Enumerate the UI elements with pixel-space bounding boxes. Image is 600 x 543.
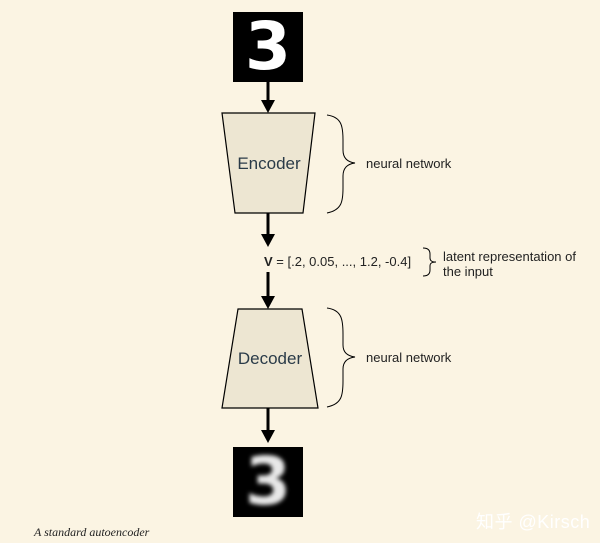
latent-annotation-line1: latent representation of	[443, 249, 576, 264]
output-digit-image: 3	[233, 447, 303, 517]
arrowhead-4	[261, 430, 275, 443]
decoder-label: Decoder	[237, 349, 303, 368]
arrowhead-1	[261, 100, 275, 113]
encoder-annotation: neural network	[366, 156, 452, 171]
decoder-brace	[326, 307, 356, 408]
latent-brace	[422, 247, 437, 277]
decoder-annotation: neural network	[366, 350, 452, 365]
watermark: 知乎 @Kirsch	[476, 512, 591, 532]
latent-annotation-line2: the input	[443, 264, 493, 279]
input-digit-image: 3	[233, 12, 303, 82]
latent-symbol: V	[264, 254, 273, 269]
output-digit: 3	[245, 447, 291, 517]
input-digit: 3	[245, 12, 291, 82]
encoder-brace	[326, 114, 356, 214]
arrowhead-2	[261, 234, 275, 247]
encoder-label: Encoder	[237, 154, 301, 173]
decoder-shape	[221, 308, 319, 409]
encoder-shape	[221, 112, 316, 214]
arrowhead-3	[261, 296, 275, 309]
latent-vector: V = [.2, 0.05, ..., 1.2, -0.4]	[264, 254, 411, 269]
figure-caption: A standard autoencoder	[34, 525, 150, 539]
latent-values: = [.2, 0.05, ..., 1.2, -0.4]	[272, 254, 412, 269]
